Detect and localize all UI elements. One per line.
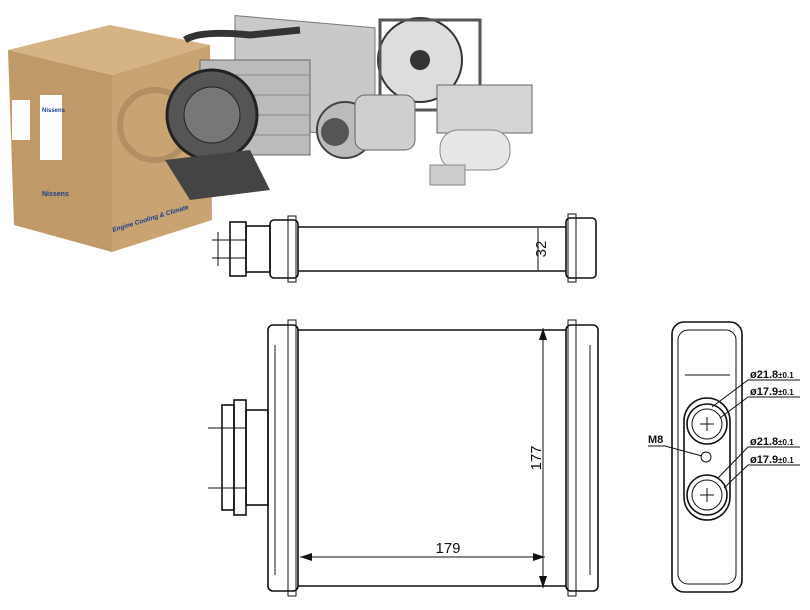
- parts-collage-image: [165, 15, 533, 200]
- heater-top-view-drawing: [212, 213, 597, 283]
- label-outer-diameter-2: ø21.8±0.1: [750, 436, 794, 448]
- label-outer-diameter-1: ø21.8±0.1: [750, 369, 794, 381]
- box-logo-label: Nissens: [42, 108, 66, 114]
- dimension-thickness: 32: [533, 241, 550, 258]
- dimension-core-width: 179: [435, 540, 460, 557]
- box-logo: Nissens: [42, 191, 69, 198]
- heater-front-view-drawing: [208, 319, 599, 597]
- dimension-core-height: 177: [528, 445, 545, 470]
- barcode-label: [12, 100, 30, 140]
- heater-side-view-drawing: [648, 321, 800, 593]
- label-inner-diameter-1: ø17.9±0.1: [750, 386, 794, 398]
- label-inner-diameter-2: ø17.9±0.1: [750, 454, 794, 466]
- port-labels: ø21.8±0.1 ø17.9±0.1 ø21.8±0.1 ø17.9±0.1 …: [648, 369, 794, 466]
- shipping-label: [40, 95, 62, 160]
- label-thread-m8: M8: [648, 434, 663, 446]
